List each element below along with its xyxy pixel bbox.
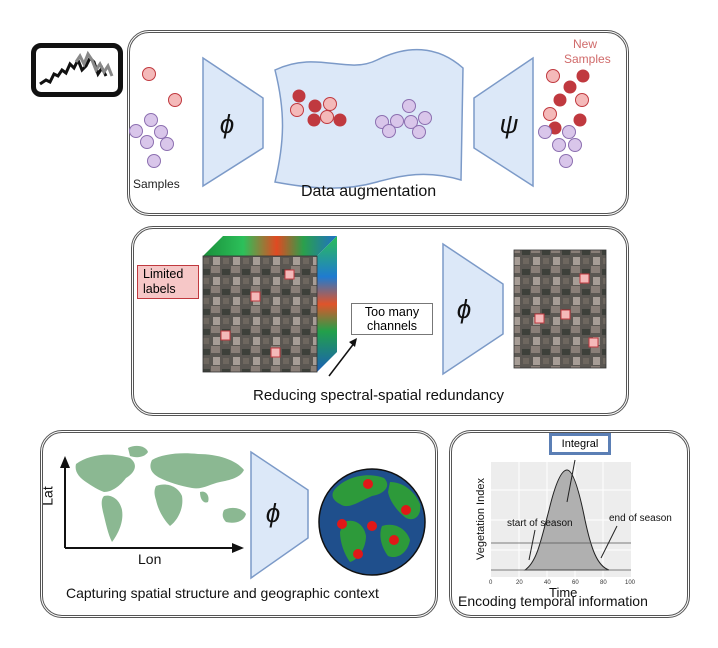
x-tick-label: 40	[544, 580, 551, 586]
new-sample-point	[543, 107, 557, 121]
latent-point	[412, 125, 426, 139]
reduced-image	[513, 249, 607, 369]
latent-point	[307, 113, 321, 127]
location-marker	[353, 549, 363, 559]
label-marker	[560, 309, 571, 320]
x-tick-label: 20	[516, 580, 523, 586]
x-tick-label: 60	[572, 580, 579, 586]
new-samples-label-line2: Samples	[564, 52, 611, 66]
spatial-diagram: ϕ	[60, 445, 426, 580]
end-of-season-label: end of season	[609, 513, 672, 524]
sample-point	[160, 137, 174, 151]
new-sample-point	[553, 93, 567, 107]
channels-arrow	[328, 341, 356, 377]
globe-icon	[318, 468, 426, 576]
latent-point	[308, 99, 322, 113]
x-tick-label: 80	[600, 580, 607, 586]
temporal-caption: Encoding temporal information	[458, 593, 648, 609]
sample-point	[154, 125, 168, 139]
new-sample-point	[562, 125, 576, 139]
location-marker	[389, 535, 399, 545]
integral-label: Integral	[561, 438, 599, 450]
new-sample-point	[573, 113, 587, 127]
new-sample-point	[568, 138, 582, 152]
new-sample-point	[575, 93, 589, 107]
latent-point	[382, 124, 396, 138]
encoder-phi	[442, 242, 504, 376]
encoder-phi	[202, 56, 264, 188]
augmentation-caption: Data augmentation	[301, 183, 437, 200]
label-marker	[220, 330, 231, 341]
sample-point	[140, 135, 154, 149]
new-sample-point	[576, 69, 590, 83]
new-sample-point	[552, 138, 566, 152]
panel-redundancy	[131, 226, 629, 416]
time-label: Time	[549, 585, 577, 600]
latent-point	[290, 103, 304, 117]
latent-manifold	[274, 48, 464, 189]
too-many-line2: channels	[366, 319, 418, 333]
new-samples-label-line1: New	[573, 37, 597, 51]
panel-data-augmentation	[127, 30, 629, 216]
location-marker	[401, 505, 411, 515]
vegetation-curve	[523, 469, 610, 571]
encoder-phi-symbol: ϕ	[266, 498, 280, 528]
limited-labels-line1: Limited	[143, 267, 184, 281]
latent-point	[404, 115, 418, 129]
redundancy-caption: Reducing spectral-spatial redundancy	[253, 387, 504, 404]
latent-point	[323, 97, 337, 111]
sample-point	[129, 124, 143, 138]
x-ticks: 0 20 40 60 80 100	[489, 580, 636, 586]
x-tick-label: 0	[489, 580, 493, 586]
encoder-phi-symbol: ϕ	[457, 294, 471, 324]
latent-point	[402, 99, 416, 113]
label-marker	[270, 347, 281, 358]
sample-point	[142, 67, 156, 81]
spatial-caption: Capturing spatial structure and geograph…	[66, 585, 379, 601]
limited-labels-box: Limited labels	[137, 265, 199, 299]
latent-point	[390, 114, 404, 128]
limited-labels-line2: labels	[143, 282, 176, 296]
temporal-diagram: 0 20 40 60 80 100 start of season end of…	[475, 459, 672, 600]
augmentation-diagram: Samples ϕ ψ New Samples	[129, 37, 611, 191]
x-tick-label: 100	[625, 580, 636, 586]
location-marker	[367, 521, 377, 531]
label-marker	[534, 313, 545, 324]
start-of-season-label: start of season	[507, 518, 573, 529]
too-many-line1: Too many	[364, 305, 420, 319]
lat-label: Lat	[39, 486, 56, 506]
time-series-icon	[31, 43, 123, 97]
new-sample-point	[538, 125, 552, 139]
integral-box: Integral	[549, 433, 611, 455]
sample-point	[144, 113, 158, 127]
vegetation-index-label: Vegetation Index	[475, 478, 487, 560]
new-sample-point	[546, 69, 560, 83]
hyperspectral-cube-icon	[202, 236, 337, 373]
redundancy-diagram: ϕ	[202, 236, 607, 377]
latent-point	[320, 110, 334, 124]
too-many-channels-box: Too many channels	[351, 303, 433, 335]
label-marker	[284, 269, 295, 280]
latent-point	[292, 89, 306, 103]
encoder-phi-symbol: ϕ	[220, 109, 234, 139]
latent-point	[333, 113, 347, 127]
label-marker	[588, 337, 599, 348]
new-sample-point	[559, 154, 573, 168]
panel-temporal	[449, 430, 690, 618]
world-map-icon	[75, 445, 246, 542]
new-sample-point	[563, 80, 577, 94]
decoder-psi-symbol: ψ	[500, 109, 519, 139]
encoder-phi	[250, 450, 309, 580]
label-marker	[579, 273, 590, 284]
decoder-psi	[473, 56, 534, 188]
location-marker	[337, 519, 347, 529]
location-marker	[363, 479, 373, 489]
label-marker	[250, 291, 261, 302]
sample-point	[147, 154, 161, 168]
samples-label: Samples	[133, 177, 180, 191]
panel-spatial	[40, 430, 438, 618]
lon-label: Lon	[138, 551, 162, 567]
latent-point	[418, 111, 432, 125]
sample-point	[168, 93, 182, 107]
